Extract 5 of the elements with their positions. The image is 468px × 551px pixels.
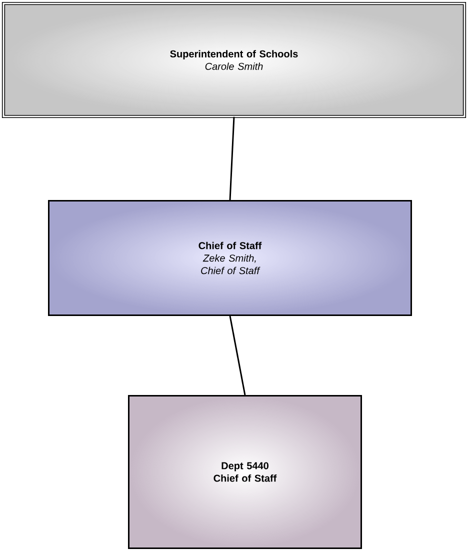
org-box: Dept 5440 Chief of Staff bbox=[128, 395, 362, 549]
connector-line bbox=[229, 116, 235, 200]
org-box: Superintendent of Schools Carole Smith bbox=[2, 2, 466, 118]
connector-line bbox=[229, 316, 246, 396]
org-box: Chief of Staff Zeke Smith, Chief of Staff bbox=[48, 200, 412, 316]
